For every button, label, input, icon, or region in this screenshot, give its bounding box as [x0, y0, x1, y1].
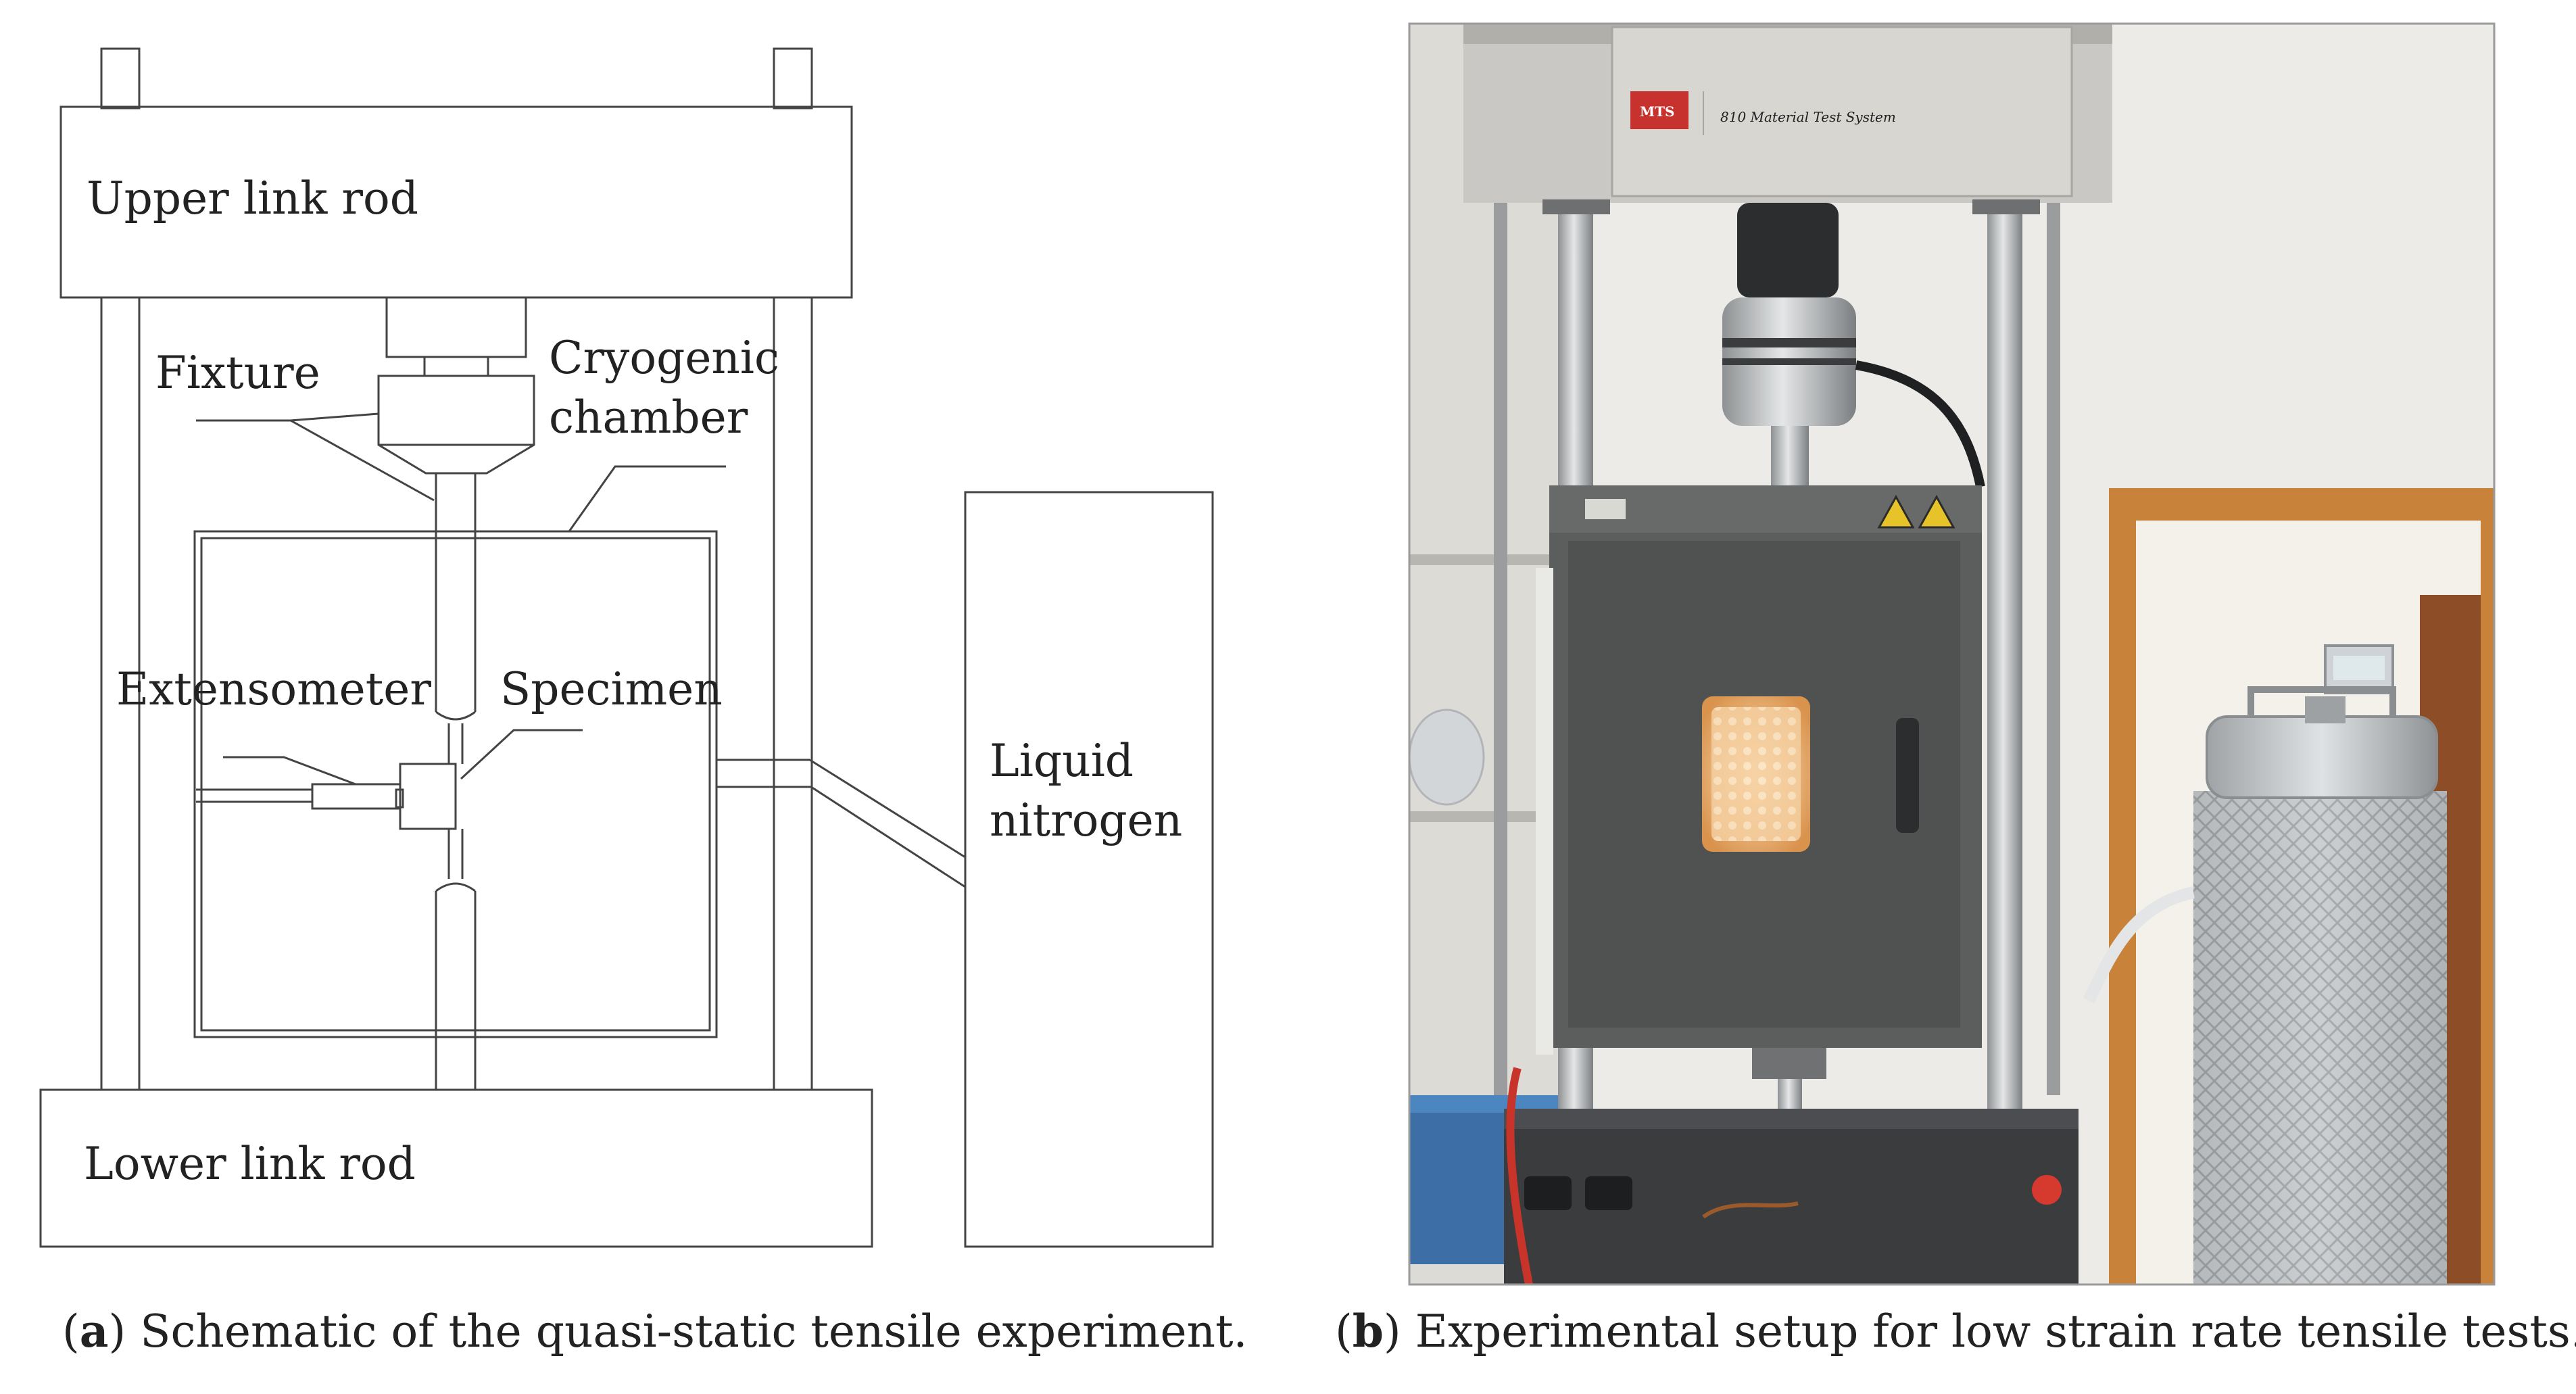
- emergency-stop: [2032, 1175, 2062, 1205]
- caption-b-marker: b: [1353, 1305, 1384, 1357]
- label-fixture: Fixture: [155, 347, 320, 399]
- specimen-leader: [460, 729, 583, 780]
- caption-b-text: Experimental setup for low strain rate t…: [1415, 1305, 2576, 1357]
- mts-badge: [1630, 91, 1688, 129]
- fixture-leader: [196, 412, 435, 502]
- label-cryogenic-line1: Cryogenic: [549, 332, 779, 384]
- label-specimen: Specimen: [500, 663, 723, 715]
- machine-plate-text: 810 Material Test System: [1720, 109, 1896, 125]
- label-lower-link-rod: Lower link rod: [84, 1138, 416, 1190]
- caption-a-text: Schematic of the quasi-static tensile ex…: [140, 1305, 1247, 1357]
- cryogenic-chamber-box: [193, 530, 718, 1038]
- right-column-top-stub: [773, 47, 813, 110]
- photo-border: [1408, 22, 2496, 1286]
- label-upper-link-rod: Upper link rod: [87, 172, 418, 224]
- label-extensometer: Extensometer: [116, 663, 431, 715]
- fixture-head: [377, 375, 535, 475]
- svg-text:(b) Experimental setup for low: (b) Experimental setup for low strain ra…: [1335, 1305, 2576, 1357]
- caption-b: (b) Experimental setup for low strain ra…: [1335, 1305, 2576, 1357]
- extensometer-arm: [311, 783, 402, 810]
- label-liquid: Liquid: [990, 735, 1134, 787]
- left-shelf: [1409, 554, 1572, 565]
- liquid-nitrogen-tank: [964, 491, 1214, 1248]
- svg-text:(a) Schematic of the quasi-sta: (a) Schematic of the quasi-static tensil…: [62, 1305, 1248, 1357]
- right-machine-column: [1987, 203, 2022, 1149]
- extensometer-leader: [223, 756, 356, 786]
- caption-a: (a) Schematic of the quasi-static tensil…: [62, 1305, 1248, 1357]
- experimental-setup-photo: MTS 810 Material Test System: [1408, 24, 2494, 1286]
- mts-badge-text: MTS: [1640, 103, 1674, 120]
- label-cryogenic-line2: chamber: [549, 391, 748, 443]
- lower-link-rod-box: [39, 1088, 873, 1248]
- schematic-labels: Upper link rod Fixture Cryogenic chamber…: [84, 172, 1182, 1190]
- load-cell-neck: [423, 356, 489, 377]
- cryogenic-chamber-leader: [568, 465, 726, 532]
- caption-a-marker: a: [80, 1305, 109, 1357]
- load-cell-photo: [1737, 203, 1839, 297]
- schematic-diagram: [39, 47, 1214, 1248]
- right-column: [773, 296, 813, 1091]
- left-column-top-stub: [100, 47, 141, 110]
- load-cell-block: [385, 296, 527, 358]
- label-nitrogen: nitrogen: [990, 794, 1182, 846]
- extensometer-clip: [399, 763, 457, 830]
